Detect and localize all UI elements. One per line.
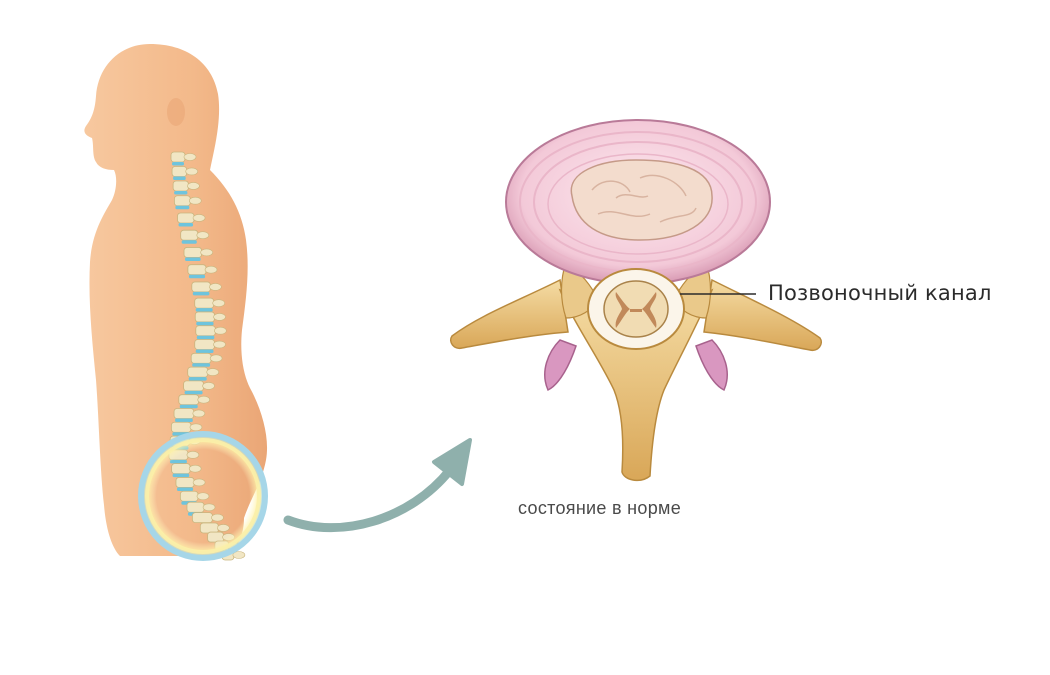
intervertebral-disc bbox=[188, 274, 206, 279]
vertebra bbox=[194, 339, 215, 350]
intervertebral-disc bbox=[184, 390, 203, 395]
facet-left bbox=[544, 339, 577, 392]
spinous-bump bbox=[185, 167, 199, 176]
spinal-canal-label: Позвоночный канал bbox=[768, 281, 992, 305]
spinous-bump bbox=[209, 283, 222, 291]
vertebra bbox=[171, 166, 188, 177]
spinous-bump bbox=[209, 354, 223, 363]
spinous-bump bbox=[192, 214, 206, 222]
spinous-bump bbox=[206, 368, 220, 376]
vertebra bbox=[172, 180, 189, 192]
vertebra bbox=[194, 311, 215, 323]
vertebra bbox=[178, 394, 200, 406]
spinous-bump bbox=[189, 423, 203, 432]
intervertebral-disc bbox=[175, 418, 193, 422]
intervertebral-disc bbox=[196, 321, 214, 326]
spinous-bump bbox=[204, 265, 218, 274]
nucleus-pulposus bbox=[570, 159, 713, 241]
intervertebral-disc bbox=[181, 240, 197, 244]
grey-matter bbox=[615, 292, 657, 328]
spinous-bump bbox=[187, 182, 200, 190]
vertebra bbox=[191, 281, 211, 293]
spinous-bump bbox=[232, 551, 246, 559]
vertebra bbox=[183, 247, 203, 258]
spinous-bump bbox=[213, 340, 226, 349]
vertebra bbox=[183, 380, 204, 392]
vertebra bbox=[173, 195, 191, 207]
transverse-process-left bbox=[450, 278, 569, 350]
spinous-bump bbox=[214, 326, 227, 335]
intervertebral-disc bbox=[174, 190, 188, 195]
spinous-bump bbox=[202, 382, 215, 390]
intervertebral-disc bbox=[175, 205, 190, 210]
vertebra bbox=[195, 325, 216, 337]
intervertebral-disc bbox=[192, 291, 210, 296]
spinous-bump bbox=[196, 231, 210, 240]
intervertebral-disc bbox=[179, 404, 198, 409]
intervertebral-disc bbox=[178, 222, 194, 227]
vertebra bbox=[194, 297, 215, 309]
intervertebral-disc bbox=[173, 176, 186, 180]
vertebra bbox=[180, 229, 199, 241]
vertebra bbox=[173, 408, 195, 419]
transverse-process-right bbox=[703, 278, 822, 352]
spinous-bump bbox=[197, 395, 211, 404]
human-silhouette bbox=[84, 44, 268, 556]
vertebra bbox=[187, 264, 207, 276]
spinous-bump bbox=[189, 196, 202, 205]
intervertebral-disc bbox=[195, 308, 213, 312]
spinous-bump bbox=[192, 409, 206, 418]
spinous-bump bbox=[212, 299, 225, 307]
curved-arrow bbox=[283, 438, 472, 533]
facet-right bbox=[695, 339, 728, 392]
intervertebral-disc bbox=[185, 257, 201, 261]
spinous-bump bbox=[213, 313, 226, 321]
normal-state-caption: состояние в норме bbox=[518, 498, 682, 518]
vertebra bbox=[170, 421, 192, 433]
spinous-bump bbox=[183, 153, 197, 161]
vertebra bbox=[170, 151, 186, 163]
vertebra bbox=[187, 366, 209, 378]
intervertebral-disc bbox=[172, 162, 184, 166]
intervertebral-disc bbox=[195, 349, 214, 354]
spinous-bump bbox=[200, 248, 213, 257]
intervertebral-disc bbox=[188, 377, 207, 381]
intervertebral-disc bbox=[192, 363, 211, 367]
vertebra bbox=[190, 352, 212, 364]
vertebra bbox=[177, 212, 195, 224]
lumbar-highlight-ring bbox=[138, 431, 268, 561]
intervertebral-disc bbox=[196, 335, 215, 340]
vertebra-cross-section bbox=[450, 119, 822, 482]
